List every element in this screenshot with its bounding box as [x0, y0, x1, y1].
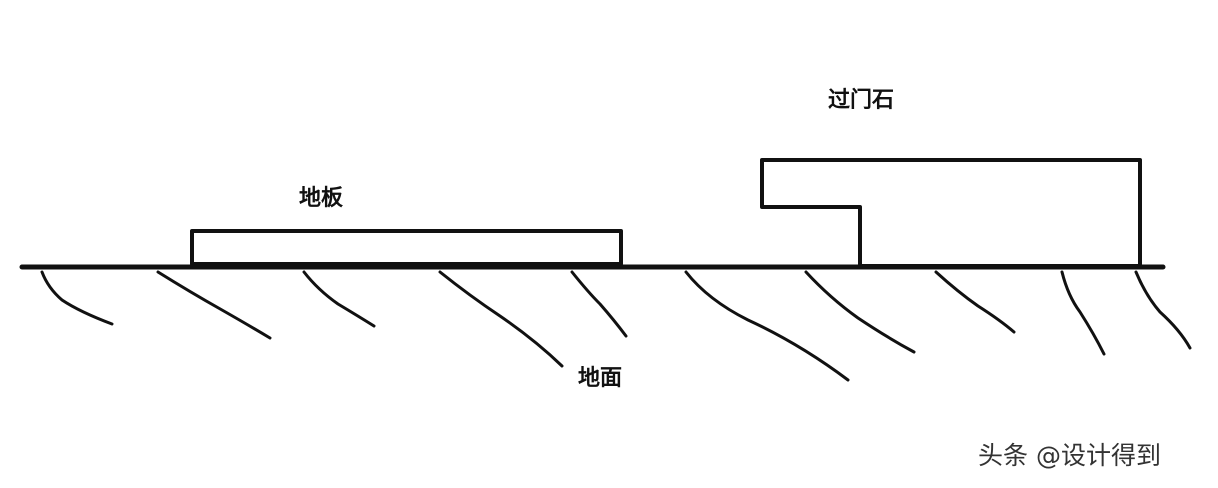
threshold-stone [760, 158, 1142, 268]
watermark-text: 头条 @设计得到 [978, 441, 1161, 470]
ground-hatching [40, 270, 1192, 382]
hatch-mark [934, 270, 1016, 334]
hatch-mark [302, 270, 376, 328]
floor-board [190, 229, 623, 266]
hatch-mark [570, 270, 628, 338]
floor-label: 地板 [299, 186, 344, 211]
hatch-mark [1060, 270, 1106, 356]
threshold-stone-label: 过门石 [828, 88, 895, 113]
hatch-mark [156, 270, 272, 340]
hatch-mark [684, 270, 850, 382]
hatch-mark [438, 270, 564, 368]
ground-label: 地面 [578, 366, 623, 391]
hatch-mark [804, 270, 916, 354]
hatch-mark [40, 270, 114, 326]
hatch-mark [1134, 270, 1192, 350]
